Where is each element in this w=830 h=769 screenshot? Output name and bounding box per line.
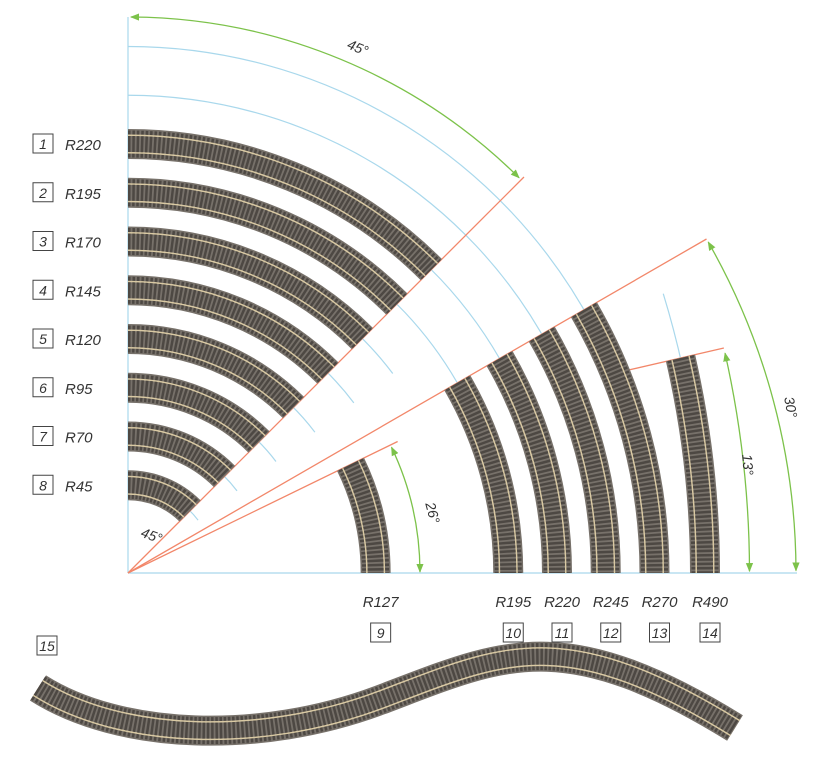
track-10-box [502,622,524,643]
track-sleepers-inner [127,233,369,345]
track-9-box [370,622,392,643]
track-1-number: 1 [39,136,47,152]
track-9-radius-label: R127 [363,594,400,611]
angle-label-right: 30° [781,395,801,419]
track-15 [29,641,743,746]
track-9 [336,457,391,574]
track-6-box [32,377,54,398]
track-8-number: 8 [39,477,47,493]
track-bed [127,379,265,448]
track-5 [127,324,305,419]
guide-arc [256,439,277,462]
track-3-number: 3 [39,234,47,250]
track-11-radius-label: R220 [544,594,581,611]
tracks [29,129,743,746]
guide-arc [357,334,394,374]
track-sleepers-inner [127,428,231,483]
track-sleepers-inner [127,282,334,379]
angle-label-origin: 45° [139,524,165,546]
track-4 [127,275,339,384]
angle-arrow-26 [390,446,424,573]
track-13-number: 13 [652,625,668,641]
track-sleepers-inner [127,184,403,310]
track-2-radius-label: R195 [65,186,102,203]
angle-line [127,440,398,574]
track-1-box [32,133,54,154]
track-1-radius-label: R220 [65,137,102,154]
track-13-radius-label: R270 [642,594,679,611]
track-8-radius-label: R45 [65,478,93,495]
track-sleepers-inner [127,477,196,517]
track-sleepers-inner [450,378,517,574]
track-4-box [32,279,54,300]
track-9-number: 9 [377,625,385,641]
track-11 [486,351,572,574]
track-6-radius-label: R95 [65,381,93,398]
track-13-box [649,622,670,643]
guide-arc [290,404,316,433]
track-4-number: 4 [39,282,47,298]
track-7 [127,421,236,488]
track-5-number: 5 [39,331,47,347]
track-3-box [32,231,54,251]
track-sleepers-inner [127,331,300,414]
track-3 [127,226,374,350]
track-sleepers-inner [672,356,713,574]
track-14 [665,354,720,574]
track-4-radius-label: R145 [65,283,102,300]
track-2-box [32,182,54,203]
track-15-box [36,635,58,656]
track-2-number: 2 [38,185,47,201]
track-sleepers-inner [492,354,565,574]
track-2 [127,177,408,315]
track-7-box [32,426,54,446]
angle-label-r127: 26° [422,499,443,525]
track-5-box [32,328,54,349]
guide-arc [662,293,683,367]
track-14-box [699,622,721,643]
angle-line [127,238,707,574]
track-5-radius-label: R120 [65,332,102,349]
track-3-radius-label: R170 [65,235,102,252]
track-6-number: 6 [39,380,47,396]
track-10-radius-label: R195 [495,594,532,611]
track-15-number: 15 [39,638,55,654]
track-13 [570,302,670,574]
track-12-number: 12 [603,625,619,641]
angle-label-top: 45° [345,36,371,59]
guide-arc [222,474,238,492]
angle-arrow-45 [130,13,520,179]
track-7-number: 7 [39,429,48,445]
track-12 [528,326,621,574]
track-sleepers-inner [343,460,384,574]
track-11-box [551,622,573,643]
track-sleepers-inner [33,648,740,739]
track-12-radius-label: R245 [593,594,630,611]
track-sleepers-inner [534,330,614,574]
angle-arrow-13 [723,352,754,573]
angle-markers [130,13,800,573]
track-14-radius-label: R490 [692,594,729,611]
guide-arc [323,369,355,404]
track-sleepers-inner [577,305,663,574]
track-6 [127,372,270,453]
track-11-number: 11 [555,625,570,641]
track-8-box [32,474,54,495]
track-12-box [600,622,622,643]
track-14-number: 14 [702,625,718,641]
track-10 [444,375,524,574]
track-8 [127,470,201,522]
track-10-number: 10 [505,625,521,641]
angle-label-r490: 13° [739,453,757,476]
angle-arrow-30 [707,241,800,572]
track-7-radius-label: R70 [65,430,93,447]
